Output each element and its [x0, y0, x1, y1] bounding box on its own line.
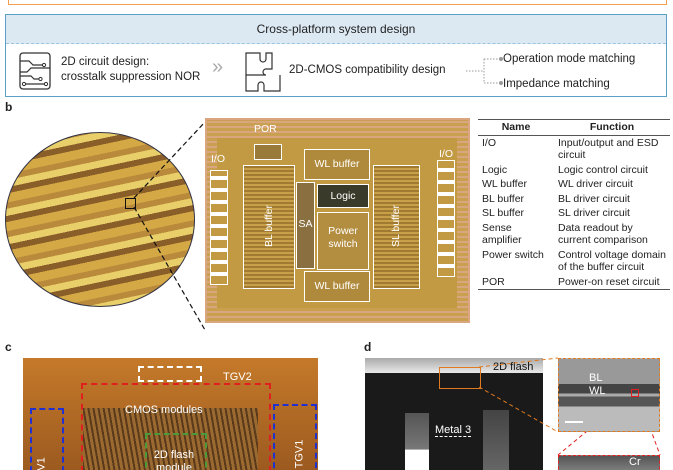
- tgv2-label: TGV2: [223, 371, 252, 383]
- cell-function: SL driver circuit: [558, 207, 630, 219]
- sa-block: [296, 182, 315, 269]
- metal-via-left: [405, 413, 429, 470]
- branch-impedance: Impedance matching: [503, 78, 610, 90]
- table-row: BL buffer BL driver circuit: [478, 192, 670, 207]
- previous-box-border: [8, 0, 667, 5]
- tgv2-outline: [138, 366, 202, 382]
- cmos-region-outline: [81, 383, 271, 470]
- wl-buffer-top-block: [304, 149, 370, 180]
- col-function: Function: [589, 121, 635, 133]
- table-row: I/O Input/output and ESD circuit: [478, 135, 670, 163]
- io-right-block: [437, 160, 455, 277]
- table-row: SL buffer SL driver circuit: [478, 206, 670, 221]
- io-left-label: I/O: [211, 153, 226, 165]
- system-design-box: Cross-platform system design 2D circuit …: [5, 14, 667, 97]
- zoom-box-orange: [439, 367, 481, 389]
- cell-function: Control voltage domain of the buffer cir…: [558, 248, 666, 274]
- logic-block: [317, 184, 369, 208]
- wl-label: WL: [589, 385, 606, 397]
- cell-name: POR: [482, 275, 505, 288]
- panel-c-label: c: [5, 340, 12, 354]
- logic-label: Logic: [330, 190, 356, 202]
- wl-buffer-bottom-label: WL buffer: [314, 280, 360, 292]
- cell-name: WL buffer: [482, 178, 527, 190]
- cell-name: Logic: [482, 163, 508, 176]
- compatibility-text: 2D-CMOS compatibility design: [289, 64, 446, 76]
- flash-module-label-2: module: [155, 462, 193, 470]
- tgv1-outline: [273, 404, 317, 470]
- cmos-modules-label: CMOS modules: [125, 404, 203, 416]
- panel-d-label: d: [364, 340, 372, 354]
- flash-layer-strip: [365, 358, 543, 373]
- flash-module-label: 2D flash: [153, 449, 195, 461]
- table-row: WL buffer WL driver circuit: [478, 177, 670, 192]
- circuit-icon: [19, 52, 51, 90]
- bl-buffer-block: [243, 165, 295, 289]
- circuit-design-line2: crosstalk suppression NOR: [61, 71, 201, 83]
- zoom-box-red: [631, 389, 639, 397]
- por-label: POR: [254, 123, 277, 135]
- metal-via-right: [483, 410, 509, 470]
- col-name: Name: [501, 121, 531, 133]
- cell-name: I/O: [482, 136, 497, 149]
- branch-connector: [466, 57, 503, 85]
- por-block: [254, 144, 282, 160]
- wl-buffer-top-label: WL buffer: [314, 158, 360, 170]
- cell-name: BL buffer: [482, 192, 525, 205]
- chip-micrograph: POR I/O BL buffer SA WL buffer Logic Pow…: [205, 118, 470, 323]
- wafer-image: [5, 132, 195, 307]
- cell-name: Power switch: [482, 248, 544, 261]
- scale-bar: [565, 421, 583, 423]
- wl-buffer-bottom-block: [304, 271, 370, 302]
- table-row: Logic Logic control circuit: [478, 163, 670, 178]
- puzzle-icon: [245, 52, 281, 92]
- sl-buffer-block: [373, 165, 420, 289]
- table-row: Sense amplifier Data readout by current c…: [478, 221, 670, 248]
- panel-b-label: b: [5, 100, 13, 114]
- power-switch-label-1: Power: [328, 225, 358, 237]
- system-design-header: Cross-platform system design: [6, 15, 666, 44]
- table-row: POR Power-on reset circuit: [478, 275, 670, 290]
- power-switch-label-2: switch: [328, 238, 358, 250]
- cell-name: SL buffer: [482, 207, 525, 219]
- branch-operation-mode: Operation mode matching: [503, 53, 636, 65]
- io-left-block: [210, 170, 228, 285]
- inset-au-cr: [558, 455, 660, 470]
- cell-function: Logic control circuit: [558, 163, 648, 176]
- double-chevron-icon: »: [212, 56, 224, 78]
- metal3-label: Metal 3: [435, 424, 472, 437]
- cell-function: BL driver circuit: [558, 192, 630, 205]
- au-label: Au: [629, 440, 643, 452]
- wafer-zoom-square: [125, 198, 136, 209]
- sem-cross-section: 2D flash Metal 3: [365, 358, 543, 470]
- cell-function: Input/output and ESD circuit: [558, 136, 659, 162]
- function-table: Name Function I/O Input/output and ESD ci…: [478, 119, 670, 290]
- flash-array: [83, 408, 258, 470]
- inset-bl-wl: BL WL: [558, 358, 660, 432]
- table-row: Power switch Control voltage domain of th…: [478, 248, 670, 275]
- io-right-label: I/O: [439, 148, 454, 160]
- cell-function: Power-on reset circuit: [558, 275, 660, 288]
- header-text: Cross-platform system design: [256, 22, 416, 36]
- packaged-chip-image: TGV2 CMOS modules 2D flash module TGV1 V…: [23, 358, 318, 470]
- cell-function: WL driver circuit: [558, 178, 633, 190]
- bl-label: BL: [589, 372, 603, 384]
- power-switch-block: [317, 212, 369, 270]
- cell-name: Sense amplifier: [482, 221, 522, 247]
- sa-label: SA: [298, 218, 313, 230]
- v1-outline: [30, 408, 64, 470]
- cr-label: Cr: [629, 456, 641, 468]
- flash-module-outline: [145, 433, 207, 470]
- circuit-design-line1: 2D circuit design:: [61, 56, 150, 68]
- cell-function: Data readout by current comparison: [558, 221, 648, 247]
